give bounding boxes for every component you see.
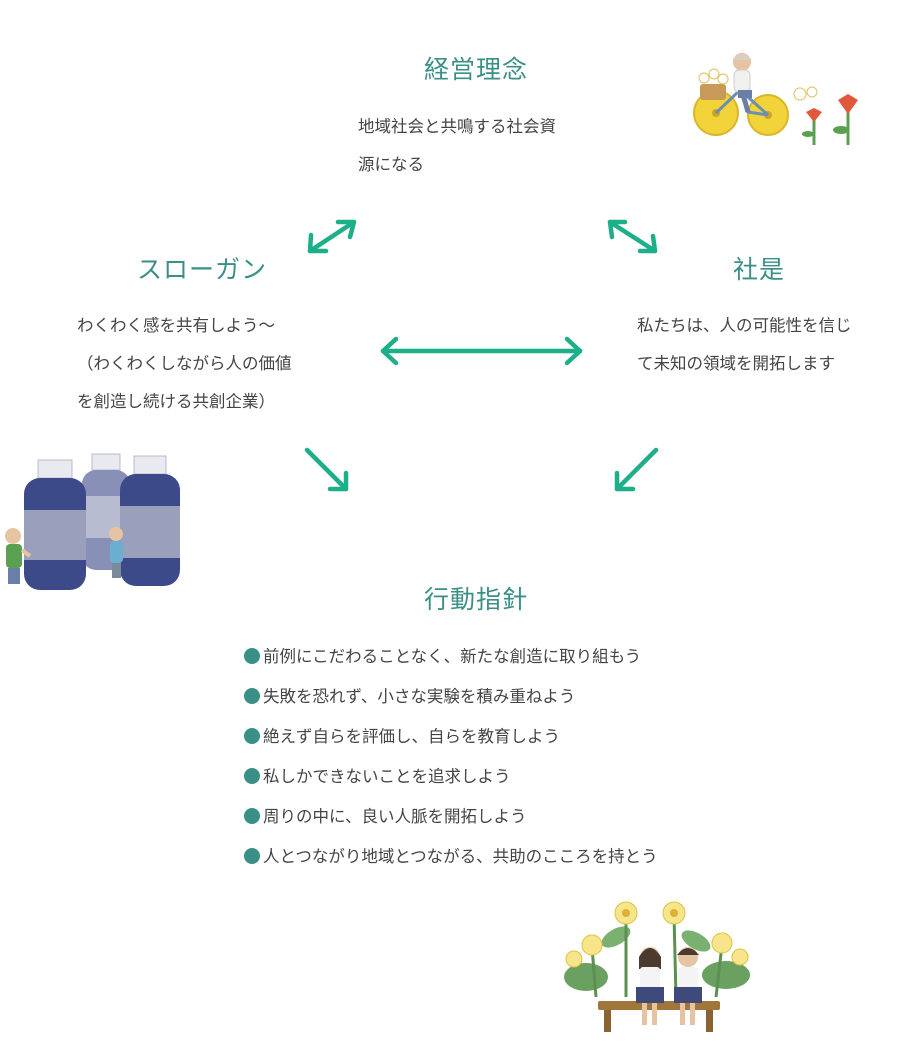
philosophy-title: 経営理念 <box>424 55 529 84</box>
cyclist-with-flowers-illustration <box>693 53 858 145</box>
arrow-motto-to-principles <box>614 447 659 492</box>
motto-text: 私たちは、人の可能性を信じ て未知の領域を開拓します <box>637 307 907 383</box>
principle-item: 失敗を恐れず、小さな実験を積み重ねよう <box>244 684 658 724</box>
principle-item: 絶えず自らを評価し、自らを教育しよう <box>244 724 658 764</box>
motto-line-2: て未知の領域を開拓します <box>637 354 835 373</box>
arrow-slogan-to-principles <box>304 447 349 492</box>
principle-text: 人とつながり地域とつながる、共助のこころを持とう <box>263 847 658 866</box>
bullet-icon <box>244 648 260 664</box>
principle-item: 私しかできないことを追求しよう <box>244 764 658 804</box>
principles-list: 前例にこだわることなく、新たな創造に取り組もう 失敗を恐れず、小さな実験を積み重… <box>244 644 658 884</box>
bullet-icon <box>244 768 260 784</box>
bottles-with-children-illustration <box>5 453 180 590</box>
principle-item: 前例にこだわることなく、新たな創造に取り組もう <box>244 644 658 684</box>
students-on-bench-with-flowers-illustration <box>564 901 750 1032</box>
bullet-icon <box>244 688 260 704</box>
slogan-line-3: を創造し続ける共創企業） <box>77 392 275 411</box>
philosophy-text: 地域社会と共鳴する社会資 源になる <box>358 108 638 184</box>
double-arrow-philosophy-motto <box>607 219 658 254</box>
principle-text: 失敗を恐れず、小さな実験を積み重ねよう <box>263 687 576 706</box>
motto-title: 社是 <box>733 255 786 284</box>
principle-item: 周りの中に、良い人脈を開拓しよう <box>244 804 658 844</box>
principle-item: 人とつながり地域とつながる、共助のこころを持とう <box>244 844 658 884</box>
philosophy-line-1: 地域社会と共鳴する社会資 <box>358 117 556 136</box>
bullet-icon <box>244 808 260 824</box>
principle-text: 絶えず自らを評価し、自らを教育しよう <box>263 727 560 746</box>
principle-text: 前例にこだわることなく、新たな創造に取り組もう <box>263 647 642 666</box>
slogan-title: スローガン <box>137 255 268 284</box>
principle-text: 周りの中に、良い人脈を開拓しよう <box>263 807 527 826</box>
bullet-icon <box>244 848 260 864</box>
slogan-line-1: わくわく感を共有しよう〜 <box>77 316 275 335</box>
bullet-icon <box>244 728 260 744</box>
double-arrow-philosophy-slogan <box>307 219 357 254</box>
slogan-text: わくわく感を共有しよう〜 （わくわくしながら人の価値 を創造し続ける共創企業） <box>77 307 357 421</box>
principles-title: 行動指針 <box>424 585 529 614</box>
principle-text: 私しかできないことを追求しよう <box>263 767 511 786</box>
double-arrow-slogan-motto <box>380 336 583 366</box>
motto-line-1: 私たちは、人の可能性を信じ <box>637 316 852 335</box>
philosophy-line-2: 源になる <box>358 155 424 174</box>
slogan-line-2: （わくわくしながら人の価値 <box>77 354 292 373</box>
